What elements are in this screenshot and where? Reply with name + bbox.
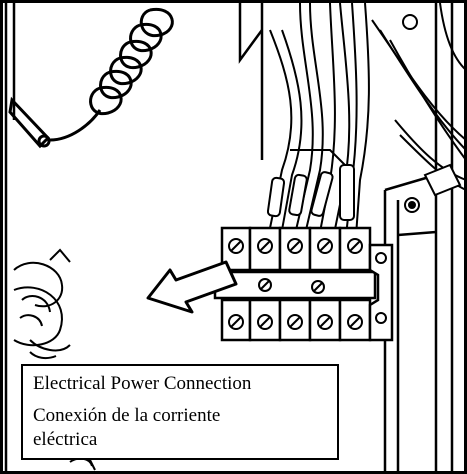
caption-box: Electrical Power Connection Conexión de … [21, 364, 339, 460]
motor-component [13, 248, 96, 471]
caption-spanish-line1: Conexión de la corriente [33, 405, 221, 426]
cable-clamps [402, 14, 462, 213]
wire-sleeves [266, 164, 355, 221]
screw-icon [228, 238, 387, 330]
caption-english: Electrical Power Connection [33, 373, 252, 394]
caption-spanish-line2: eléctrica [33, 429, 98, 450]
arrow-icon [146, 260, 238, 314]
coiled-lead [8, 7, 174, 149]
